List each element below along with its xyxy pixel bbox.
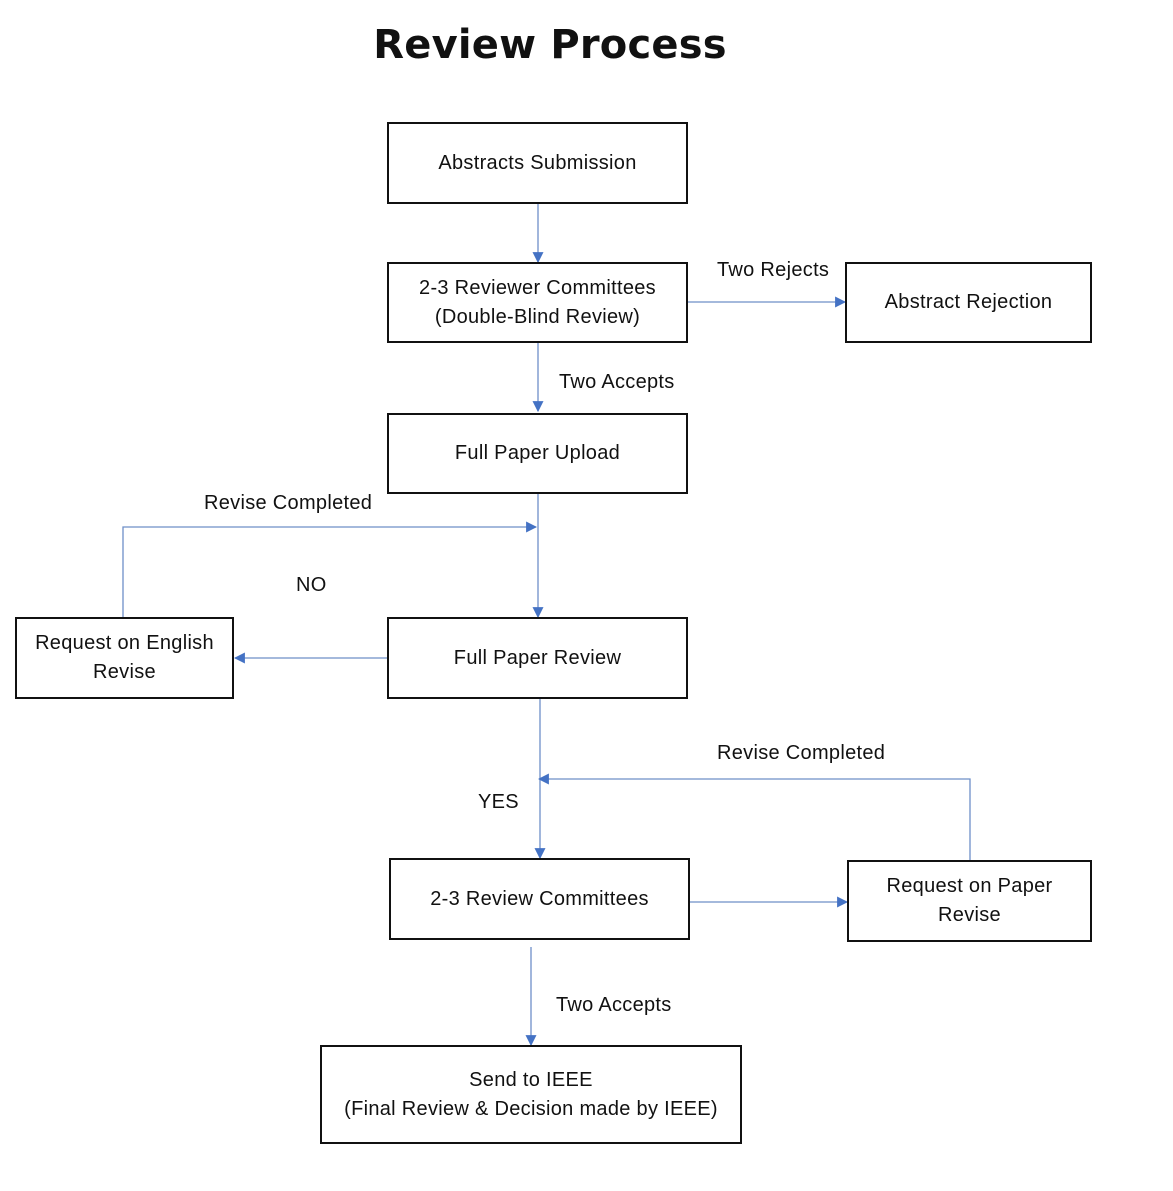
node-english-revise: Request on English Revise [15, 617, 234, 699]
diagram-title: Review Process [373, 22, 727, 68]
node-full-paper-upload: Full Paper Upload [387, 413, 688, 494]
node-send-to-ieee: Send to IEEE (Final Review & Decision ma… [320, 1045, 742, 1144]
node-paper-revise: Request on Paper Revise [847, 860, 1092, 942]
label-yes: YES [478, 791, 519, 813]
label-no: NO [296, 574, 327, 596]
node-full-paper-review: Full Paper Review [387, 617, 688, 699]
label-two-accepts-lower: Two Accepts [556, 994, 672, 1016]
label-two-rejects: Two Rejects [717, 259, 830, 281]
node-reviewer-committees: 2-3 Reviewer Committees (Double-Blind Re… [387, 262, 688, 343]
label-revise-completed-paper: Revise Completed [717, 742, 886, 764]
label-two-accepts-upper: Two Accepts [559, 371, 675, 393]
node-abstract-rejection: Abstract Rejection [845, 262, 1092, 343]
edge-paper-revise-completed [537, 773, 971, 860]
label-revise-completed-english: Revise Completed [204, 492, 373, 514]
node-abstracts-submission: Abstracts Submission [387, 122, 688, 204]
edge-english-revise-completed [122, 521, 538, 617]
node-review-committees: 2-3 Review Committees [389, 858, 690, 940]
